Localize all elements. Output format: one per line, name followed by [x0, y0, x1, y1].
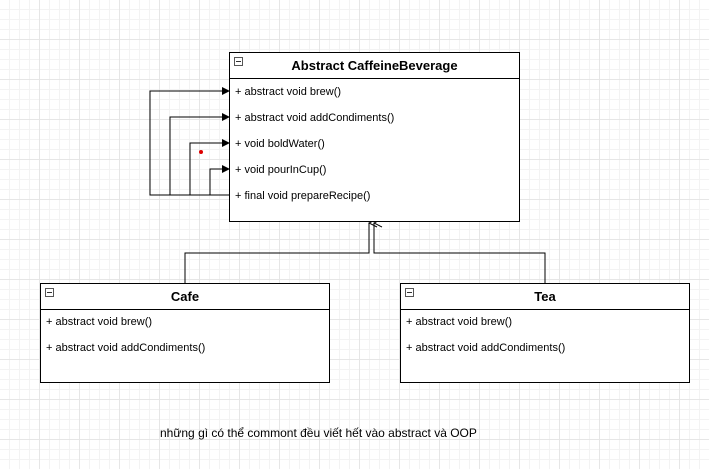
class-tea[interactable]: Tea + abstract void brew() + abstract vo…	[400, 283, 690, 383]
class-tea-header[interactable]: Tea	[401, 284, 689, 310]
class-caffeine-beverage-title: Abstract CaffeineBeverage	[291, 58, 458, 73]
class-tea-title: Tea	[534, 289, 556, 304]
member-addcondiments[interactable]: + abstract void addCondiments()	[46, 342, 206, 354]
member-addcondiments[interactable]: + abstract void addCondiments()	[406, 342, 566, 354]
member-brew[interactable]: + abstract void brew()	[46, 316, 153, 328]
collapse-minus-icon[interactable]	[234, 57, 243, 66]
call-arrow-addcondiments	[169, 113, 230, 196]
inheritance-tea	[374, 223, 546, 283]
note-text[interactable]: những gì có thể commont đều viết hết vào…	[160, 426, 477, 440]
class-cafe[interactable]: Cafe + abstract void brew() + abstract v…	[40, 283, 330, 383]
class-cafe-title: Cafe	[170, 289, 200, 304]
call-arrow-pourincup	[209, 165, 230, 196]
member-preparerecipe[interactable]: + final void prepareRecipe()	[235, 190, 371, 202]
red-dot-marker	[199, 150, 203, 154]
member-brew[interactable]: + abstract void brew()	[235, 86, 342, 98]
class-caffeine-beverage-header[interactable]: Abstract CaffeineBeverage	[230, 53, 519, 79]
member-brew[interactable]: + abstract void brew()	[406, 316, 513, 328]
class-cafe-header[interactable]: Cafe	[41, 284, 329, 310]
class-caffeine-beverage[interactable]: Abstract CaffeineBeverage + abstract voi…	[229, 52, 520, 222]
member-boldwater[interactable]: + void boldWater()	[235, 138, 325, 150]
collapse-minus-icon[interactable]	[45, 288, 54, 297]
inheritance-cafe	[184, 223, 369, 283]
collapse-minus-icon[interactable]	[405, 288, 414, 297]
member-pourincup[interactable]: + void pourInCup()	[235, 164, 327, 176]
member-addcondiments[interactable]: + abstract void addCondiments()	[235, 112, 395, 124]
